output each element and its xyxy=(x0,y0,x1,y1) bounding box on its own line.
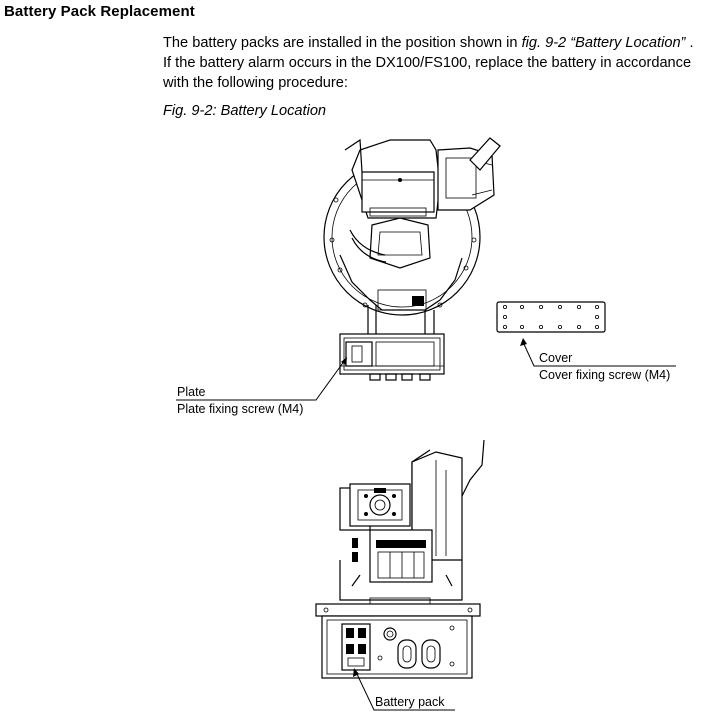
intro-text-1: The battery packs are installed in the p… xyxy=(163,35,522,51)
top-view-leader-lines xyxy=(176,338,676,401)
robot-top-view-drawing xyxy=(323,137,501,381)
battery-pack-label: Battery pack xyxy=(375,695,445,709)
robot-side-view-drawing xyxy=(315,439,485,679)
section-title: Battery Pack Replacement xyxy=(4,3,195,20)
figure-caption: Fig. 9-2: Battery Location xyxy=(163,103,327,119)
intro-paragraph: The battery packs are installed in the p… xyxy=(163,33,703,93)
cover-label: Cover xyxy=(539,351,573,365)
plate-fixing-screw-label: Plate fixing screw (M4) xyxy=(177,402,304,416)
battery-cover-drawing xyxy=(496,301,606,333)
intro-text-2: . If the battery alarm occurs in the DX1… xyxy=(163,35,694,91)
figure-reference: fig. 9-2 “Battery Location” xyxy=(521,35,686,51)
cover-fixing-screw-label: Cover fixing screw (M4) xyxy=(539,368,671,382)
side-view-leader-line xyxy=(353,668,455,711)
plate-label: Plate xyxy=(177,385,206,399)
